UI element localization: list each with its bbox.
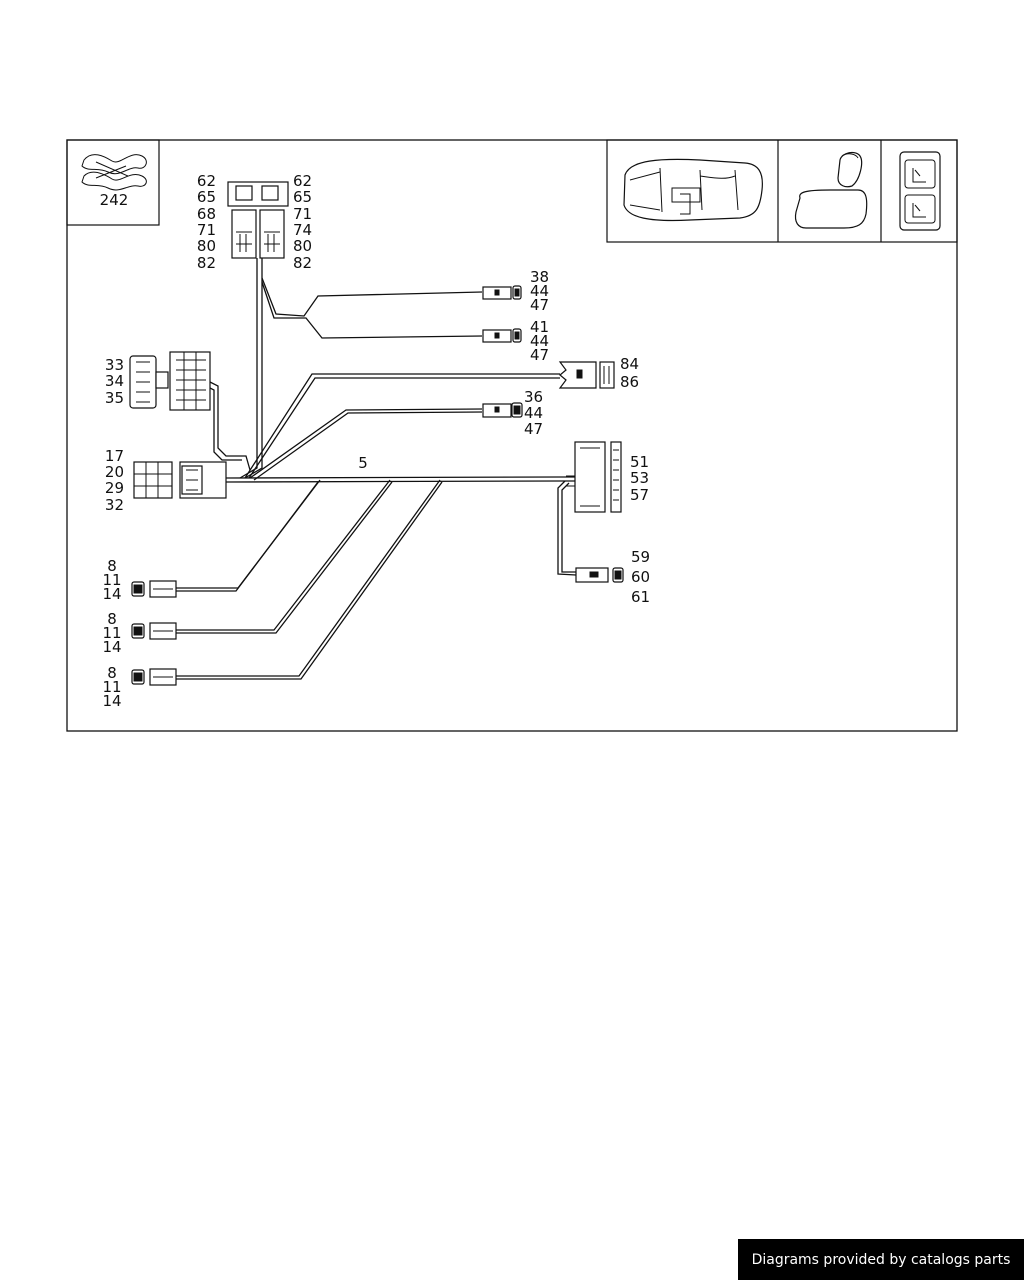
car-locator-icon — [623, 158, 763, 222]
callout-number: 82 — [293, 254, 312, 272]
attribution-text: Diagrams provided by catalogs parts — [751, 1251, 1011, 1268]
callout-number: 44 — [530, 332, 549, 350]
callout-number: 44 — [530, 282, 549, 300]
callout-number: 82 — [197, 254, 216, 272]
connector-right-block — [566, 441, 622, 513]
callout-number: 65 — [293, 188, 312, 206]
callout-number: 71 — [293, 205, 312, 223]
callout-number: 29 — [105, 479, 124, 497]
attribution-footer: Diagrams provided by catalogs parts — [738, 1239, 1024, 1280]
connector-lower-2 — [131, 622, 177, 640]
harness-bundle-icon — [81, 154, 147, 191]
callout-number: 14 — [102, 638, 121, 656]
connector-upper-a — [482, 285, 522, 300]
harness-wires — [176, 258, 577, 680]
group-box: 242 — [66, 139, 160, 226]
callout-number: 80 — [293, 237, 312, 255]
callout-number: 11 — [102, 678, 121, 696]
callout-number: 8 — [107, 610, 117, 628]
connector-top — [227, 181, 289, 259]
callout-right-switch: 84 86 — [620, 355, 639, 391]
connector-mid — [482, 402, 523, 418]
callout-number: 68 — [197, 205, 216, 223]
callout-number: 80 — [197, 237, 216, 255]
callout-number: 14 — [102, 585, 121, 603]
callout-number: 20 — [105, 463, 124, 481]
callout-number: 86 — [620, 373, 639, 391]
callout-right-block: 51 53 57 — [630, 453, 649, 504]
connector-right-lower — [575, 567, 624, 583]
connector-lower-3 — [131, 668, 177, 686]
diagram-frame — [66, 139, 958, 732]
callout-number: 51 — [630, 453, 649, 471]
callout-mid-connector: 36 44 47 — [524, 388, 543, 438]
callout-number: 8 — [107, 557, 117, 575]
callout-number: 62 — [197, 172, 216, 190]
seat-switch-locator-icon — [899, 151, 941, 231]
callout-number: 38 — [530, 268, 549, 286]
callout-number: 41 — [530, 318, 549, 336]
seat-locator-icon — [794, 151, 868, 229]
callout-number: 60 — [631, 568, 650, 586]
callout-number: 53 — [630, 469, 649, 487]
group-number: 242 — [100, 191, 129, 209]
callout-number: 59 — [631, 548, 650, 566]
connector-lower-1 — [131, 580, 177, 598]
callout-top-left: 62 65 68 71 80 82 — [197, 172, 216, 272]
connector-switch-84-86 — [558, 361, 615, 389]
callout-upper-b: 41 44 47 — [530, 318, 549, 364]
locator-panel — [606, 139, 958, 243]
harness-label: 5 — [358, 454, 368, 472]
callout-number: 35 — [105, 389, 124, 407]
callout-lower-3: 8 11 14 — [102, 664, 121, 710]
callout-lower-2: 8 11 14 — [102, 610, 121, 656]
callout-lower-1: 8 11 14 — [102, 557, 121, 603]
callout-number: 71 — [197, 221, 216, 239]
callout-number: 36 — [524, 388, 543, 406]
callout-right-lower: 59 60 61 — [631, 548, 650, 606]
callout-number: 57 — [630, 486, 649, 504]
connector-upper-b — [482, 328, 522, 343]
callout-number: 17 — [105, 447, 124, 465]
callout-number: 61 — [631, 588, 650, 606]
callout-number: 62 — [293, 172, 312, 190]
callout-number: 11 — [102, 624, 121, 642]
callout-number: 84 — [620, 355, 639, 373]
callout-number: 65 — [197, 188, 216, 206]
callout-number: 47 — [530, 296, 549, 314]
connector-left-block — [129, 351, 211, 411]
callout-number: 11 — [102, 571, 121, 589]
callout-left-block: 33 34 35 — [105, 356, 124, 407]
callout-number: 8 — [107, 664, 117, 682]
callout-number: 33 — [105, 356, 124, 374]
callout-upper-a: 38 44 47 — [530, 268, 549, 314]
callout-number: 34 — [105, 372, 124, 390]
callout-number: 32 — [105, 496, 124, 514]
callout-number: 47 — [524, 420, 543, 438]
callout-top-right: 62 65 71 74 80 82 — [293, 172, 312, 272]
callout-number: 44 — [524, 404, 543, 422]
connector-center-block — [133, 461, 227, 499]
callout-number: 74 — [293, 221, 312, 239]
callout-number: 14 — [102, 692, 121, 710]
callout-number: 47 — [530, 346, 549, 364]
callout-center-block: 17 20 29 32 — [105, 447, 124, 514]
